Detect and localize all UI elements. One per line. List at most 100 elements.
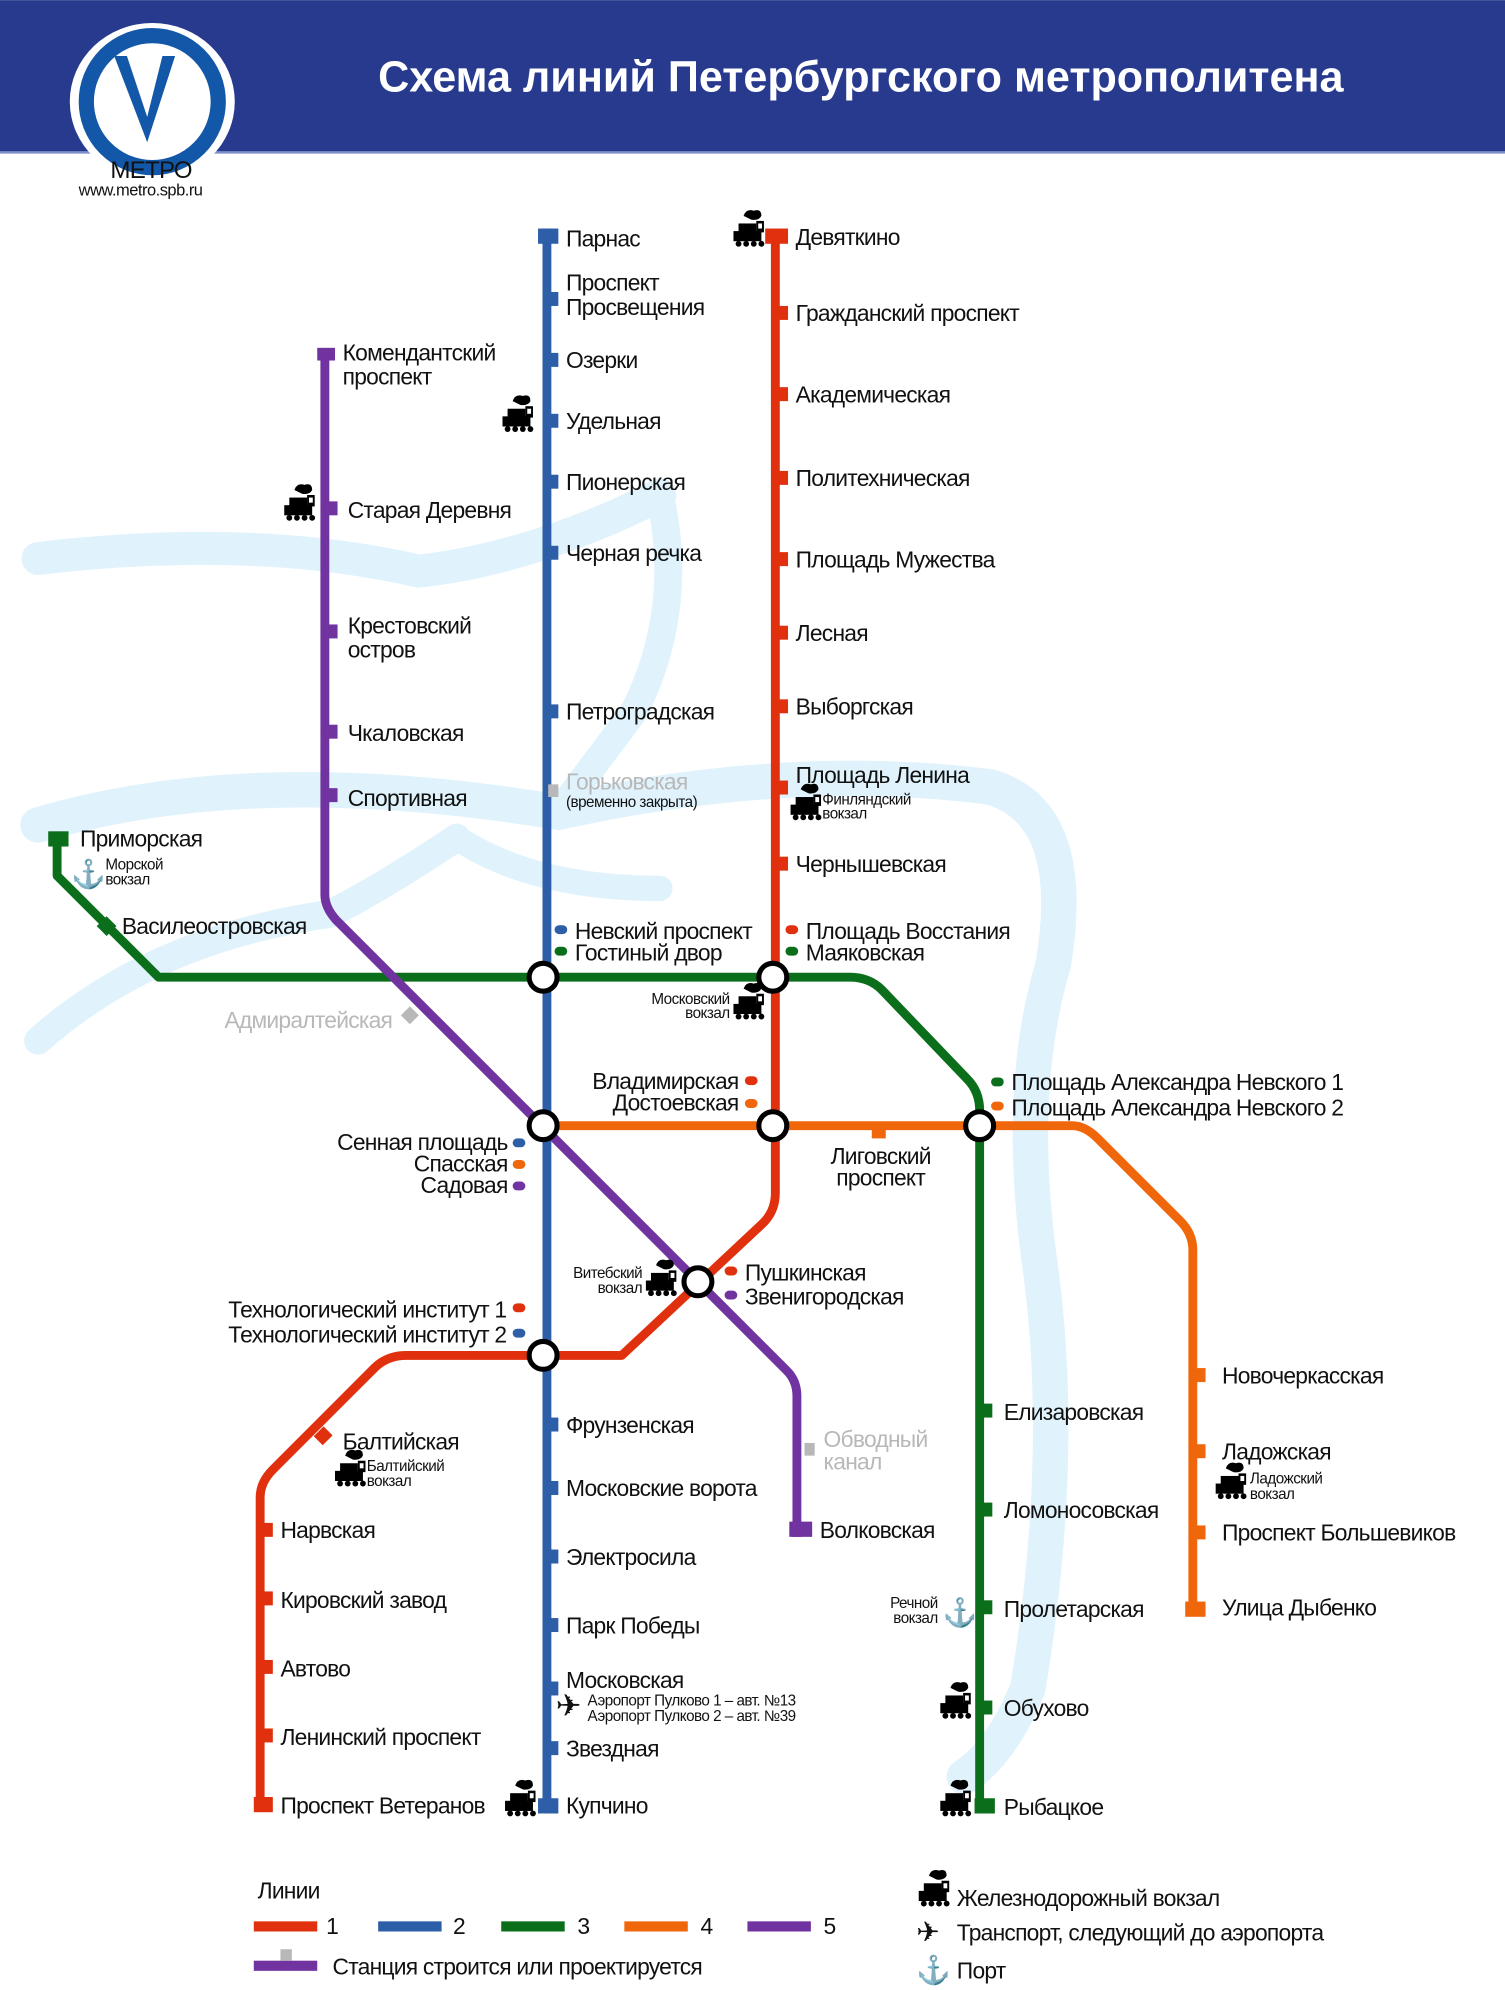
station-planned: канал	[824, 1449, 882, 1475]
station[interactable]: Площадь Восстания	[806, 918, 1011, 944]
station[interactable]: Невский проспект	[575, 918, 754, 944]
station[interactable]: Улица Дыбенко	[1222, 1595, 1377, 1621]
station[interactable]: Нарвская	[280, 1517, 375, 1543]
station[interactable]: Гостиный двор	[575, 940, 723, 966]
station[interactable]: Новочеркасская	[1222, 1362, 1384, 1388]
station-devyatkino[interactable]: Девяткино	[796, 224, 901, 250]
anchor-icon: ⚓	[916, 1954, 950, 1987]
station[interactable]: Парнас	[566, 225, 641, 251]
station[interactable]: Кировский завод	[280, 1587, 447, 1613]
station-planned[interactable]: Обводный	[824, 1426, 929, 1452]
svg-text:вокзал: вокзал	[105, 872, 149, 889]
station-planned[interactable]: Адмиралтейская	[224, 1007, 392, 1033]
station[interactable]: Выборгская	[796, 694, 914, 720]
svg-text:5: 5	[824, 1913, 836, 1939]
station[interactable]: Площадь Мужества	[796, 546, 997, 572]
station[interactable]: Электросила	[566, 1544, 697, 1570]
station[interactable]: проспект	[836, 1164, 927, 1190]
station[interactable]: Технологический институт 2	[228, 1322, 507, 1348]
station[interactable]: Сенная площадь	[337, 1129, 508, 1155]
station[interactable]: Василеостровская	[122, 913, 307, 939]
station[interactable]: Ленинский проспект	[280, 1724, 482, 1750]
station-closed[interactable]: Горьковская	[566, 768, 688, 794]
station[interactable]: Черная речка	[566, 540, 703, 566]
svg-text:Железнодорожный вокзал: Железнодорожный вокзал	[957, 1885, 1220, 1911]
station[interactable]: Чкаловская	[348, 720, 465, 746]
station[interactable]: Старая Деревня	[348, 497, 512, 523]
station[interactable]: Лесная	[796, 620, 869, 646]
station[interactable]: Спортивная	[348, 785, 468, 811]
metro-logo[interactable]: МЕТРО www.metro.spb.ru	[69, 22, 235, 200]
closed-note: (временно закрыта)	[566, 794, 698, 811]
station[interactable]: Волковская	[820, 1517, 936, 1543]
station[interactable]: Пушкинская	[745, 1260, 867, 1286]
station[interactable]: Владимирская	[592, 1068, 739, 1094]
station[interactable]: Комендантский	[343, 340, 497, 366]
station[interactable]: Петроградская	[566, 699, 715, 725]
station[interactable]: Купчино	[566, 1792, 649, 1818]
station[interactable]: Просвещения	[566, 294, 705, 320]
station[interactable]: Ломоносовская	[1004, 1497, 1159, 1523]
station[interactable]: проспект	[343, 364, 434, 390]
station[interactable]: Звенигородская	[745, 1284, 905, 1310]
logo-text: МЕТРО	[110, 157, 191, 184]
station[interactable]: Чернышевская	[796, 851, 947, 877]
svg-text:1: 1	[326, 1913, 338, 1939]
station[interactable]: остров	[348, 636, 417, 662]
station[interactable]: Пролетарская	[1004, 1596, 1145, 1622]
station[interactable]: Академическая	[796, 381, 951, 407]
svg-text:вокзал: вокзал	[1250, 1486, 1294, 1503]
station[interactable]: Маяковская	[806, 940, 925, 966]
station[interactable]: Проспект	[566, 270, 661, 296]
station[interactable]: Политехническая	[796, 465, 971, 491]
website-url[interactable]: www.metro.spb.ru	[78, 182, 204, 200]
train-icon	[733, 210, 765, 247]
station[interactable]: Площадь Александра Невского 2	[1011, 1095, 1344, 1121]
station[interactable]: Балтийская	[343, 1428, 460, 1454]
train-icon	[284, 484, 316, 521]
svg-text:Транспорт, следующий до аэропо: Транспорт, следующий до аэропорта	[957, 1919, 1325, 1945]
station[interactable]: Парк Победы	[566, 1612, 700, 1638]
station[interactable]: Московская	[566, 1667, 684, 1693]
svg-text:вокзал: вокзал	[367, 1473, 411, 1490]
station[interactable]: Достоевская	[613, 1089, 740, 1115]
station[interactable]: Елизаровская	[1004, 1399, 1144, 1425]
train-icon	[733, 982, 765, 1020]
station[interactable]: Площадь Александра Невского 1	[1011, 1069, 1344, 1095]
line-1-labels: Девяткино Гражданский проспект Академиче…	[228, 224, 1021, 1818]
svg-text:Балтийский: Балтийский	[367, 1458, 445, 1475]
station[interactable]: Озерки	[566, 347, 638, 373]
station[interactable]: Площадь Ленина	[796, 762, 971, 788]
station[interactable]: Лиговский	[831, 1143, 932, 1169]
station[interactable]: Технологический институт 1	[228, 1296, 507, 1322]
station[interactable]: Спасская	[414, 1150, 509, 1176]
svg-text:вокзал: вокзал	[598, 1280, 642, 1297]
station[interactable]: Обухово	[1004, 1695, 1090, 1721]
airport-bus-2: Аэропорт Пулково 2 – авт. №39	[588, 1708, 796, 1725]
station[interactable]: Ладожская	[1222, 1438, 1332, 1464]
svg-text:Витебский: Витебский	[573, 1265, 642, 1282]
line-2-labels: Парнас Проспект Просвещения Озерки Удель…	[228, 225, 758, 1818]
station[interactable]: Фрунзенская	[566, 1412, 695, 1438]
station[interactable]: Крестовский	[348, 612, 472, 638]
station[interactable]: Пионерская	[566, 469, 686, 495]
station[interactable]: Садовая	[421, 1172, 509, 1198]
station[interactable]: Приморская	[80, 826, 203, 852]
station[interactable]: Удельная	[566, 408, 662, 434]
line-3-track	[52, 832, 985, 1813]
train-icon	[940, 1682, 972, 1719]
train-icon	[502, 395, 534, 432]
station[interactable]: Проспект Большевиков	[1222, 1520, 1457, 1546]
svg-text:Морской: Морской	[105, 856, 163, 873]
station[interactable]: Автово	[280, 1655, 351, 1681]
station[interactable]: Гражданский проспект	[796, 300, 1021, 326]
station[interactable]: Проспект Ветеранов	[280, 1792, 486, 1818]
station[interactable]: Рыбацкое	[1004, 1794, 1104, 1820]
station[interactable]: Звездная	[566, 1735, 659, 1761]
transfer-dots	[512, 925, 1004, 1338]
station[interactable]: Московские ворота	[566, 1475, 759, 1501]
train-icon	[335, 1449, 366, 1487]
